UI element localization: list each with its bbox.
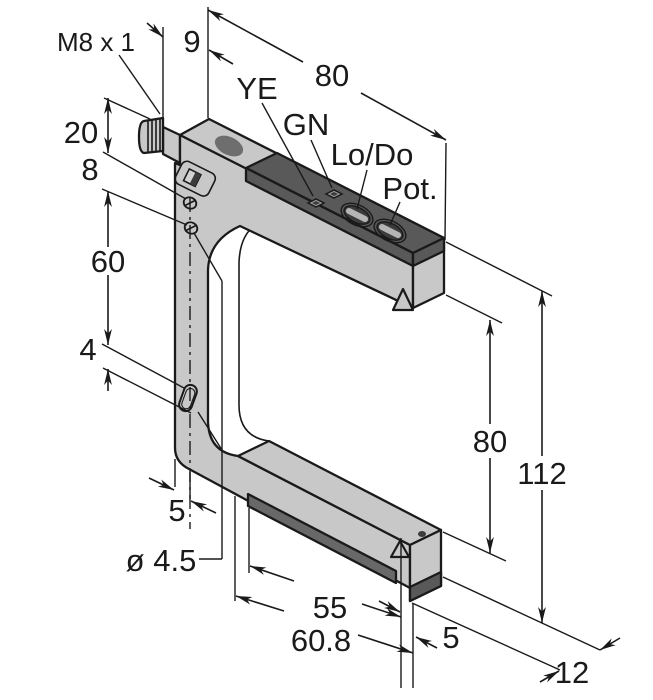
fork-front-face bbox=[173, 133, 415, 590]
dim-label-slot-width: 4 bbox=[79, 332, 96, 367]
dim-label-inner-height: 80 bbox=[473, 424, 507, 459]
dim-label-beam-offset-top: 9 bbox=[183, 24, 200, 59]
control-panel-end-strip bbox=[411, 236, 446, 268]
dim-label-arm-length-top: 80 bbox=[315, 58, 349, 93]
extension-lines bbox=[101, 7, 601, 688]
beam-marker-triangle-top bbox=[391, 287, 415, 312]
led-yellow-window bbox=[306, 198, 326, 208]
label-potentiometer: Pot. bbox=[382, 171, 437, 206]
label-hole-diameter: ø 4.5 bbox=[126, 543, 197, 578]
dim-label-total-height: 112 bbox=[517, 456, 566, 491]
label-thread: M8 x 1 bbox=[57, 27, 135, 57]
dim-label-depth: 12 bbox=[555, 655, 589, 690]
dimension-lines bbox=[104, 9, 621, 683]
dim-label-bottom-width: 60.8 bbox=[291, 623, 351, 658]
bottom-arm-end-dark-strip bbox=[408, 570, 443, 603]
label-led-yellow: YE bbox=[236, 71, 277, 106]
head-through-hole bbox=[214, 135, 244, 157]
led-green-window bbox=[324, 189, 344, 199]
dim-label-axis-offset-bottom: 5 bbox=[442, 620, 459, 655]
annotation-labels: M8 x 1 9 80 YE GN Lo/Do Pot. 20 8 60 4 8… bbox=[57, 24, 589, 690]
mounting-hole-lower bbox=[183, 221, 199, 235]
potentiometer-adjuster bbox=[373, 218, 407, 244]
label-light-dark-switch: Lo/Do bbox=[331, 137, 414, 172]
dim-label-window-length: 55 bbox=[313, 590, 347, 625]
mounting-slot bbox=[178, 383, 198, 413]
light-dark-switch bbox=[340, 202, 374, 228]
dim-label-screw-spacing: 8 bbox=[81, 152, 98, 187]
side-recess bbox=[174, 160, 217, 197]
label-led-green: GN bbox=[283, 107, 330, 142]
bottom-arm-pilot-hole bbox=[418, 531, 426, 537]
m8-connector bbox=[137, 116, 165, 155]
sensing-window-strip bbox=[246, 492, 398, 585]
dim-label-connector-section: 20 bbox=[64, 115, 98, 150]
dim-label-side-length: 60 bbox=[91, 244, 125, 279]
beam-marker-triangle-bottom bbox=[389, 539, 411, 559]
dim-label-axis-offset-left: 5 bbox=[168, 493, 185, 528]
sensor-body bbox=[137, 116, 446, 603]
